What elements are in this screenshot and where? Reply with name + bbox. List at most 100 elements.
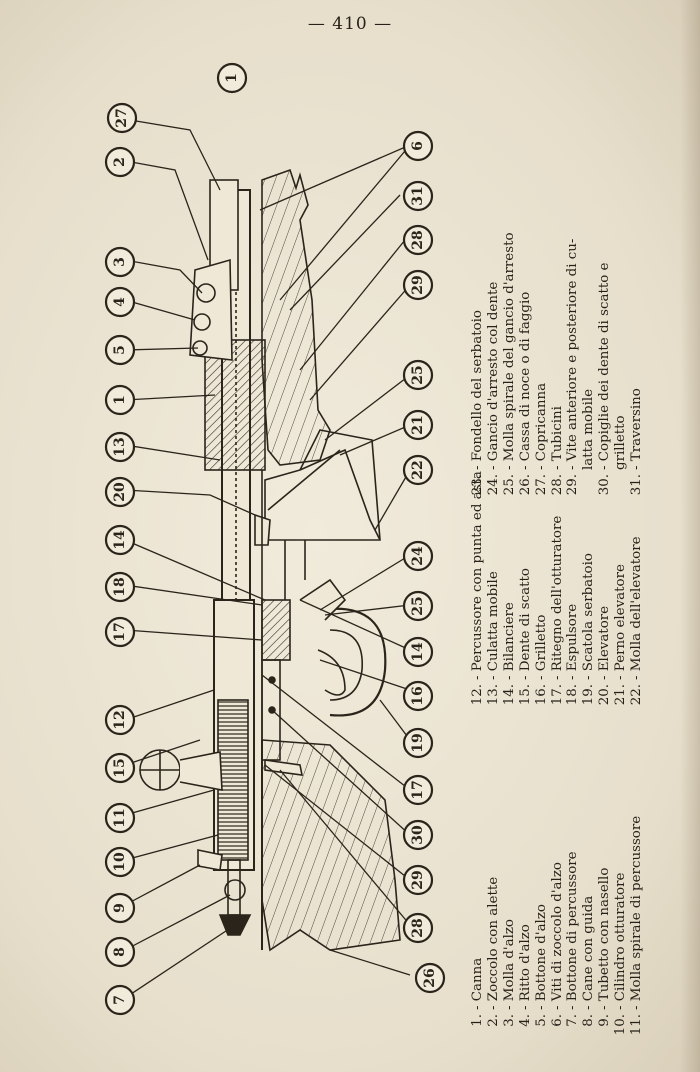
part-callout: 7 [104,984,136,1016]
callout-circle [402,680,434,712]
part-callout: 11 [104,802,136,834]
part-callout: 29 [402,269,434,301]
legend-entry-text: - Molla d'alzo [501,919,517,1010]
legend-entry-text: - Tubetto con nasello [597,867,613,1010]
callout-circle [104,752,136,784]
legend-entry-text: - Cassa di noce o di faggio [517,291,533,470]
callout-circle [104,146,136,178]
legend-entry-number: 17. [549,684,565,706]
callout-circle [104,936,136,968]
legend-entry-text: - Culatta mobile [485,571,501,680]
legend-entry-number: 28. [549,474,565,496]
legend-entry-text: - Molla dell'elevatore [629,536,645,680]
part-callout: 17 [402,774,434,806]
callout-circle [402,819,434,851]
callout-number: 17 [112,622,128,641]
callout-circle [402,359,434,391]
callout-number: 25 [410,596,426,615]
callout-number: 19 [410,733,426,752]
legend-entry: 23.- Fondello del serbatoio [470,232,486,500]
callout-number: 7 [112,995,128,1005]
callout-circle [104,892,136,924]
callout-number: 10 [112,852,128,872]
callout-number: 12 [112,710,128,729]
part-callout: 15 [104,752,136,784]
part-callout: 10 [104,846,136,878]
legend-entry: 6.- Viti di zoccolo d'alzo [550,816,566,1040]
legend-entry-number: 9. [597,1014,613,1027]
callout-number: 26 [422,968,438,987]
legend-entry: 17.- Ritegno dell'otturatore [550,471,566,710]
legend-entry: 27. - Copricanna [534,232,550,500]
legend-entry-text: - Espulsore [565,603,581,680]
callout-circle [104,384,136,416]
leader-lines [119,119,411,999]
part-callout: 18 [104,571,136,603]
part-callout: 25 [402,590,434,622]
legend-entry-number [581,474,597,500]
callout-circle [104,571,136,603]
callout-circle [402,409,434,441]
callout-number: 11 [112,808,128,827]
part-callout: 21 [402,409,434,441]
page-spine-shadow [680,0,700,1072]
part-callout: 17 [104,616,136,648]
callout-number: 6 [410,141,426,151]
legend-entry-number: 8. [581,1014,597,1027]
callout-circle [402,590,434,622]
callout-number: 15 [112,758,128,777]
legend-entry-number: 16. [533,684,549,706]
legend-entry: 16. - Grilletto [534,471,550,710]
legend-entry-number: 21. [613,684,629,706]
callout-circle [402,269,434,301]
callout-circle [402,130,434,162]
legend-entry: 30.- Copiglie dei dente di scatto e [597,232,613,500]
callout-number: 22 [410,460,426,479]
legend-entry: 14.- Bilanciere [502,471,518,710]
legend-entry-number: 13. [485,684,501,706]
callout-circle [402,727,434,759]
legend-entry-number: 22. [629,684,645,706]
legend-entry: 31.- Traversino [629,232,645,500]
callout-circle [402,454,434,486]
legend-entry-text: - Grilletto [533,614,549,680]
legend-entry-number: 19. [581,684,597,706]
callout-number: 20 [112,482,128,502]
legend-entry: 28.- Tubicini [550,232,566,500]
legend-entry-number: 30. [597,474,613,496]
callout-number: 29 [410,275,426,294]
callout-circle [402,180,434,212]
callout-circle [104,431,136,463]
legend-entry-text: - Perno elevatore [613,564,629,680]
legend-entry-number: 27. [533,474,549,496]
callout-number: 8 [112,947,128,957]
legend-entry: 24.- Gancio d'arresto col dente [486,232,502,500]
legend-entry-number: 7. [565,1014,581,1027]
legend-entry-text: - Bilanciere [501,602,517,680]
callout-circle [104,286,136,318]
legend-entry: 11.- Molla spirale di percussore [629,816,645,1040]
legend-entry-number: 24. [485,474,501,496]
legend-entry: 7.- Bottone di percussore [565,816,581,1040]
part-callout: 8 [104,936,136,968]
part-callout: 28 [402,912,434,944]
callout-circle [402,774,434,806]
legend-entry: 20.- Elevatore [597,471,613,710]
callout-number: 18 [112,577,128,596]
legend-entry-text: - Copricanna [533,382,549,470]
part-callout: 27 [106,102,138,134]
callout-circle [104,334,136,366]
legend-entry-text: - Molla spirale di percussore [629,815,645,1010]
legend-entry-number: 1. [470,1014,485,1027]
legend-entry: 13. - Culatta mobile [486,471,502,710]
callout-number: 2 [112,157,128,167]
legend-entry: 25.- Molla spirale del gancio d'arresto [502,232,518,500]
legend-entry: 15.- Dente di scatto [518,471,534,710]
callout-number: 24 [410,546,426,566]
part-callout: 26 [414,962,446,994]
legend-entry-number: 10. [613,1014,629,1036]
